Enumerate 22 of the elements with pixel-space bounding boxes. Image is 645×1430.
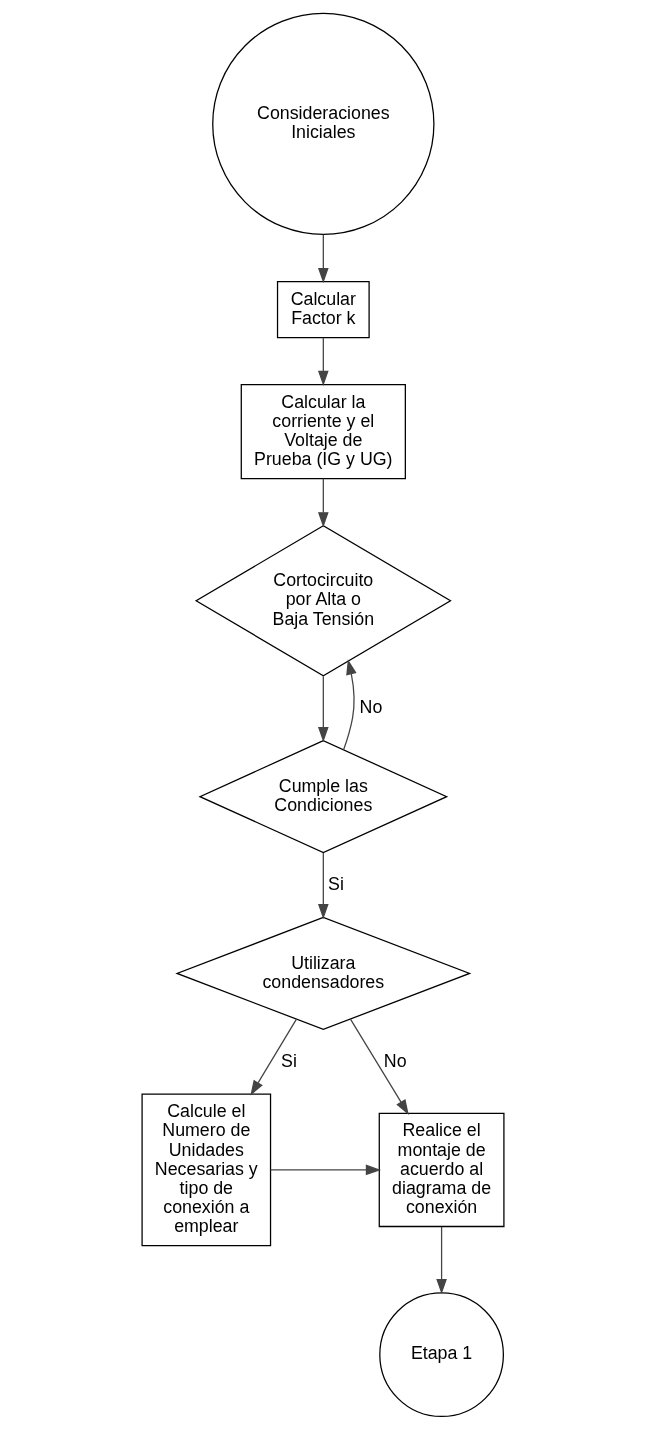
node-circle: Consideraciones Iniciales	[211, 12, 435, 236]
arrow	[269, 1164, 381, 1176]
node-diamond: Utilizara condensadores	[174, 916, 471, 1031]
arrow	[349, 1018, 409, 1115]
arrow	[342, 659, 357, 751]
arrow	[317, 478, 329, 528]
arrow	[317, 675, 329, 743]
edge-label: No	[359, 696, 382, 717]
edge-label: Si	[327, 873, 344, 894]
arrow	[317, 337, 329, 387]
node-circle: Etapa 1	[378, 1292, 504, 1418]
arrow	[435, 1226, 447, 1295]
arrow	[317, 234, 329, 284]
node-diamond: Cumple las Condiciones	[197, 739, 448, 854]
edge-label: No	[383, 1050, 407, 1071]
node-box: Calcule el Numero de Unidades Necesarias y tipo de conexión a emplear	[140, 1093, 271, 1247]
node-box: Calcular la corriente y el Voltaje de Prueba (IG y UG)	[240, 383, 406, 480]
arrow	[317, 852, 329, 920]
node-box: Realice el montaje de acuerdo al diagrama de conexión	[378, 1112, 505, 1228]
node-box: Calcular Factor k	[276, 280, 370, 339]
edge-label: Si	[280, 1050, 297, 1071]
arrow	[249, 1018, 297, 1096]
